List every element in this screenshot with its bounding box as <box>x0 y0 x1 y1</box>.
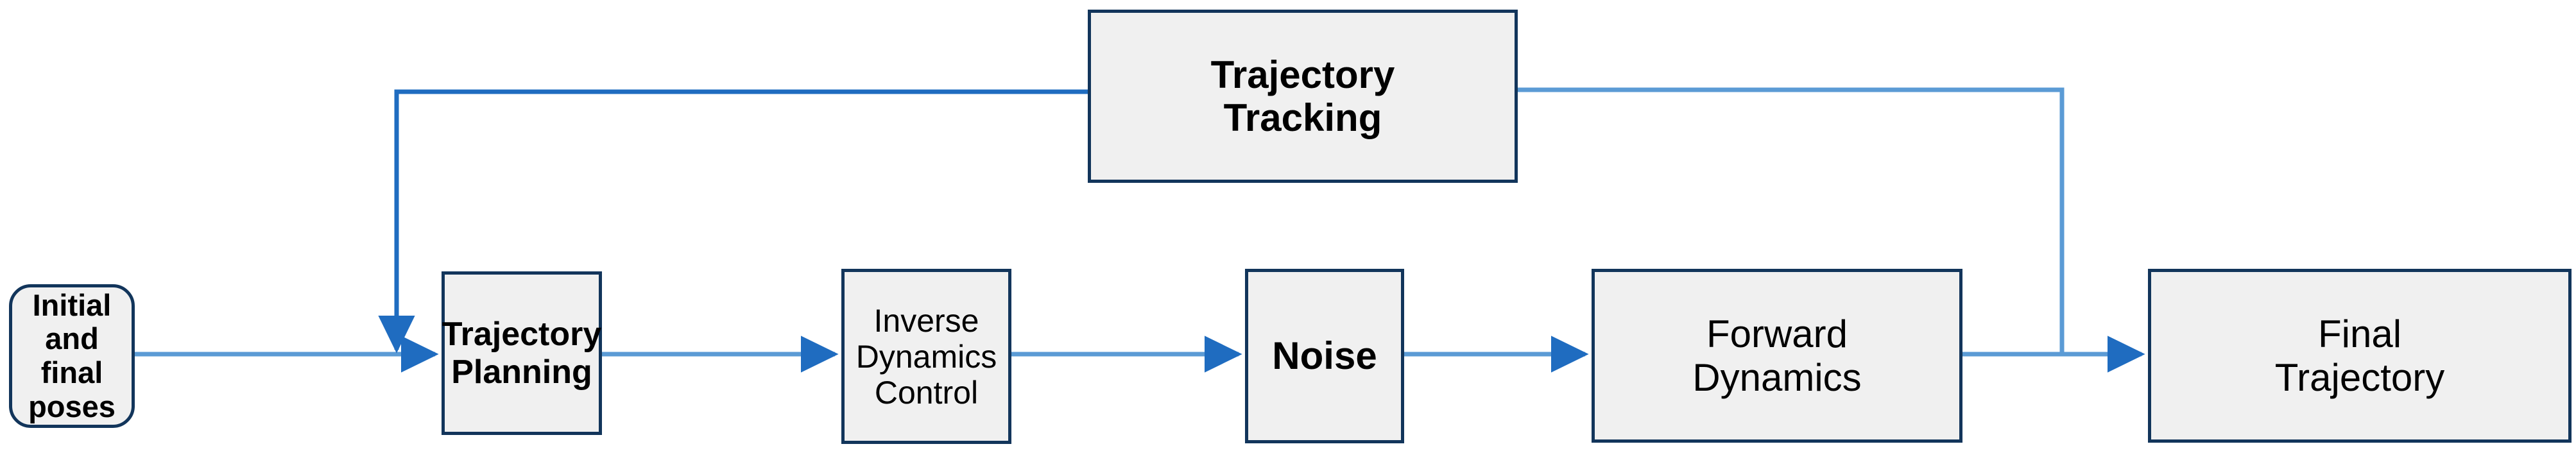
node-inverse-dynamics-control-label: Inverse Dynamics Control <box>855 302 997 411</box>
node-initial-and-final-poses-label: Initial and final poses <box>28 287 116 423</box>
node-initial-and-final-poses[interactable]: Initial and final poses <box>9 284 135 428</box>
node-noise-label: Noise <box>1272 334 1377 378</box>
edge-trajectory-tracking-feedback <box>378 89 1088 354</box>
edge-output-to-trajectory-tracking <box>1518 87 2065 354</box>
node-forward-dynamics[interactable]: Forward Dynamics <box>1592 269 1962 443</box>
node-noise[interactable]: Noise <box>1245 269 1404 443</box>
node-final-trajectory[interactable]: Final Trajectory <box>2148 269 2572 443</box>
node-inverse-dynamics-control[interactable]: Inverse Dynamics Control <box>841 269 1011 444</box>
node-final-trajectory-label: Final Trajectory <box>2274 312 2445 399</box>
node-trajectory-tracking[interactable]: Trajectory Tracking <box>1088 10 1518 183</box>
node-trajectory-tracking-label: Trajectory Tracking <box>1210 53 1395 139</box>
node-forward-dynamics-label: Forward Dynamics <box>1692 312 1862 399</box>
node-trajectory-planning[interactable]: Trajectory Planning <box>442 271 602 435</box>
node-trajectory-planning-label: Trajectory Planning <box>442 316 602 391</box>
